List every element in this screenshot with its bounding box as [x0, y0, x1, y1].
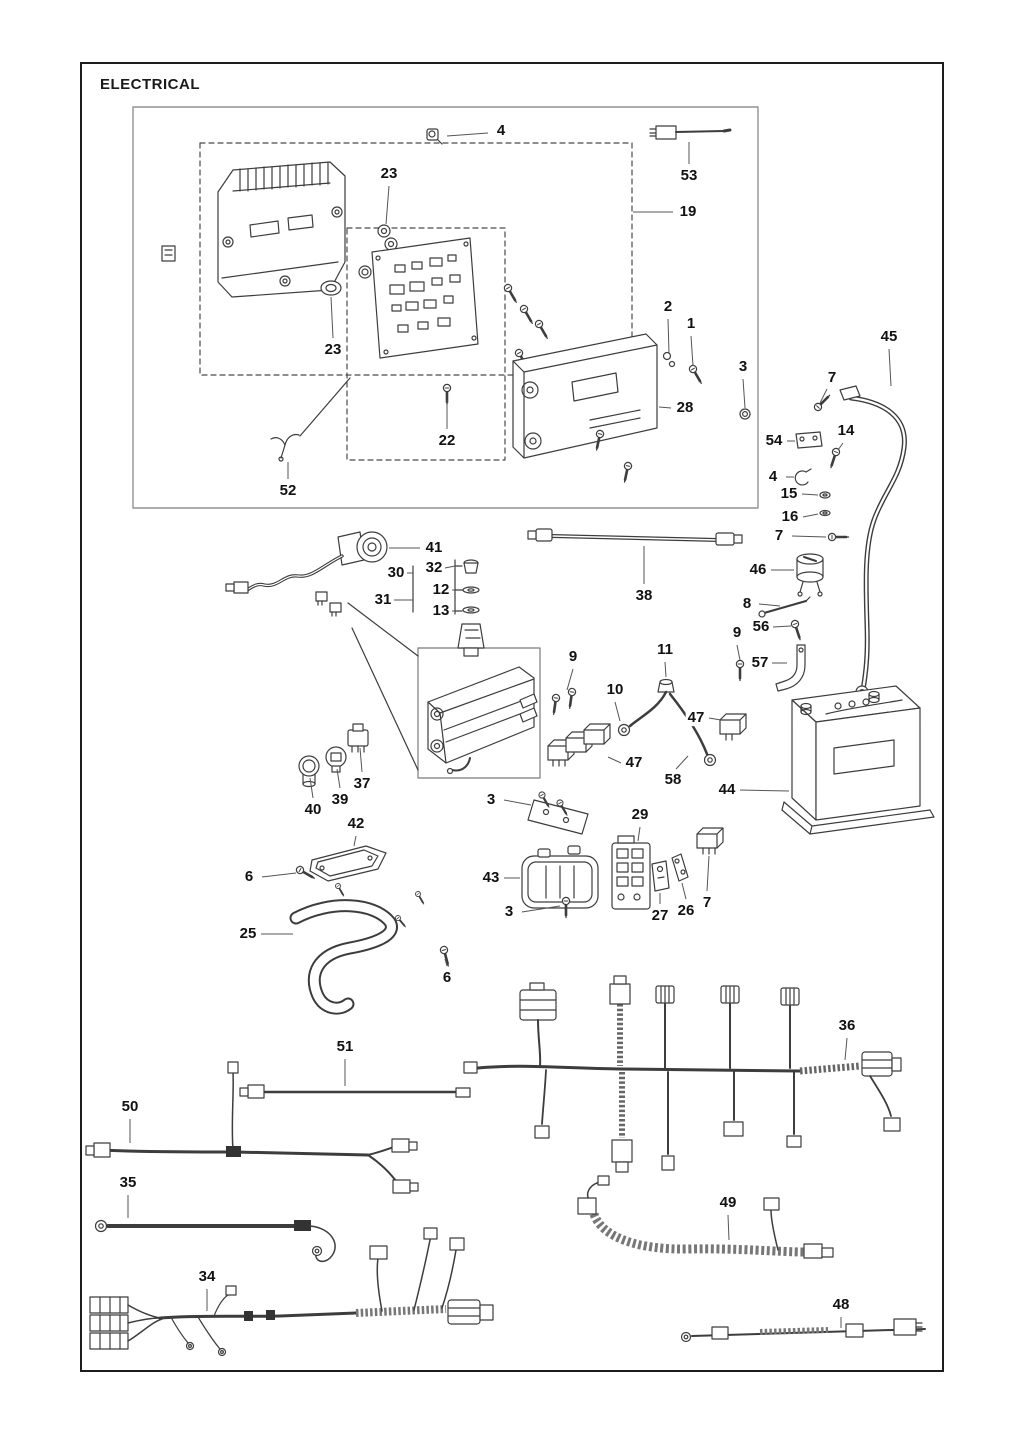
part-ignition-switch-46 [735, 553, 824, 692]
part-harness-36 [463, 975, 902, 1173]
part-battery-cable-45 [811, 385, 907, 699]
part-clip-52 [270, 433, 300, 462]
part-relays-47 [547, 686, 747, 767]
part-cover-42 [293, 845, 427, 907]
part-plate-3 [527, 789, 589, 835]
fasteners [442, 281, 751, 420]
part-mounting-bracket [161, 161, 346, 298]
part-fusebox-43 [521, 845, 599, 919]
part-circuit-board [371, 237, 479, 359]
part-cable-38 [527, 528, 743, 546]
part-control-module-28 [512, 333, 658, 485]
page-title: ELECTRICAL [100, 76, 200, 93]
part-cable-49 [577, 1175, 834, 1259]
part-fuseblock-29 [611, 835, 689, 910]
part-grommets-23 [320, 224, 398, 296]
part-connector-53 [649, 125, 732, 140]
part-cable-35 [94, 1219, 336, 1263]
part-harness-34 [89, 1227, 494, 1357]
part-key-switch-41 [225, 531, 485, 657]
part-bracket-54-hardware [794, 431, 850, 542]
part-cable-10-11-58 [617, 678, 717, 767]
part-module-lower [427, 666, 538, 775]
part-cable-51 [239, 1084, 471, 1099]
part-battery-44 [781, 685, 935, 835]
part-harness-50 [85, 1061, 419, 1194]
frame-lines [132, 106, 759, 779]
part-cable-48 [680, 1318, 926, 1343]
part-clamp-4 [426, 128, 443, 145]
part-relay-7 [696, 827, 724, 855]
part-bracket-25 [289, 899, 454, 1015]
part-switches-37-39-40 [298, 723, 369, 788]
